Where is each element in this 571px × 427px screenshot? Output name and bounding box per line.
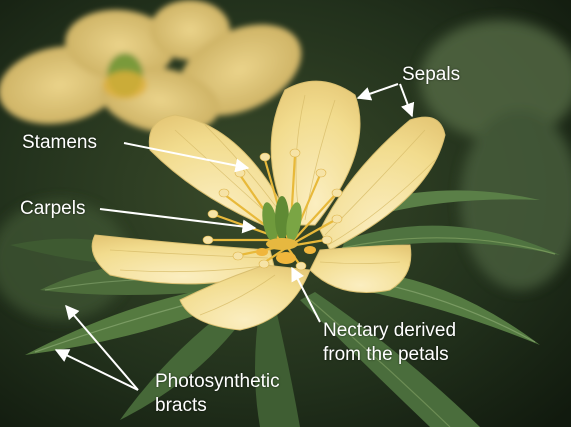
background-flower xyxy=(0,0,302,134)
nectary-arrow xyxy=(291,266,321,323)
main-flower xyxy=(91,80,446,331)
nectary-label-line1: Nectary derived xyxy=(323,320,457,341)
carpels-label: Carpels xyxy=(20,198,86,219)
bracts-label-line1: Photosynthetic xyxy=(155,371,280,392)
bracts-label-line2: bracts xyxy=(155,395,207,416)
background-foliage xyxy=(0,20,571,320)
carpels-arrow xyxy=(99,208,257,234)
carpels xyxy=(262,196,302,250)
sepals-arrow-left xyxy=(356,83,399,101)
nectary-label-line2: from the petals xyxy=(323,344,449,365)
bracts-arrow-lower xyxy=(54,349,139,391)
annotation-arrows xyxy=(54,83,415,391)
bracts-arrow-upper xyxy=(65,304,139,391)
sepals-label: Sepals xyxy=(402,64,461,85)
sepals-arrow-right xyxy=(399,83,415,118)
stamens-arrow xyxy=(123,142,250,173)
stamens-label: Stamens xyxy=(22,132,97,153)
nectaries xyxy=(256,246,316,264)
